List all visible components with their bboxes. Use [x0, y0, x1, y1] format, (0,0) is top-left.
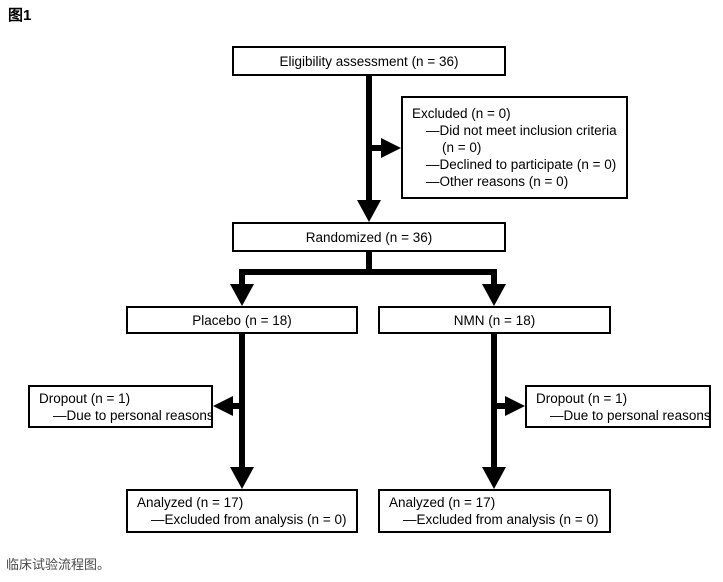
node-eligibility-assessment: Eligibility assessment (n = 36) [232, 46, 506, 76]
node-placebo-arm: Placebo (n = 18) [126, 306, 358, 334]
node-analyzed-right-line2: —Excluded from analysis (n = 0) [403, 512, 599, 527]
node-analyzed-placebo: Analyzed (n = 17) —Excluded from analysi… [126, 489, 358, 533]
node-excluded-line2: —Did not meet inclusion criteria [426, 123, 617, 138]
node-randomized-line1: Randomized (n = 36) [305, 229, 433, 245]
edge-placebo-to-dropout-left [213, 396, 242, 416]
node-dropout-nmn: Dropout (n = 1) —Due to personal reasons [525, 385, 711, 428]
figure-title: 图1 [8, 7, 32, 24]
node-dropout-left-line1: Dropout (n = 1) [39, 390, 131, 406]
node-analyzed-nmn: Analyzed (n = 17) —Excluded from analysi… [378, 489, 611, 533]
node-analyzed-left-line1: Analyzed (n = 17) [137, 495, 244, 510]
node-nmn-arm: NMN (n = 18) [378, 306, 611, 334]
node-analyzed-left-line2: —Excluded from analysis (n = 0) [151, 512, 347, 527]
node-placebo-line1: Placebo (n = 18) [192, 312, 292, 328]
edge-nmn-to-dropout-right [494, 396, 525, 416]
node-excluded-line4: —Declined to participate (n = 0) [426, 157, 617, 172]
edge-randomized-split [230, 252, 506, 306]
node-excluded-line5: —Other reasons (n = 0) [426, 174, 569, 189]
node-excluded-line1: Excluded (n = 0) [412, 106, 511, 121]
node-dropout-right-line1: Dropout (n = 1) [536, 390, 628, 406]
edge-placebo-to-analyzed [230, 334, 254, 489]
node-dropout-placebo: Dropout (n = 1) —Due to personal reasons [28, 385, 214, 428]
edge-nmn-to-analyzed [482, 334, 506, 489]
figure-caption: 临床试验流程图。 [6, 557, 111, 572]
edge-stem-to-excluded [369, 138, 401, 158]
node-analyzed-right-line1: Analyzed (n = 17) [389, 495, 496, 510]
node-dropout-right-line2: —Due to personal reasons [550, 407, 711, 423]
node-randomized: Randomized (n = 36) [232, 222, 506, 252]
edge-eligibility-to-randomized [357, 76, 381, 222]
node-dropout-left-line2: —Due to personal reasons [53, 407, 214, 423]
node-nmn-line1: NMN (n = 18) [453, 312, 536, 328]
node-excluded-line3: (n = 0) [442, 140, 482, 155]
node-eligibility-line1: Eligibility assessment (n = 36) [279, 53, 459, 69]
node-excluded: Excluded (n = 0) —Did not meet inclusion… [401, 96, 628, 199]
